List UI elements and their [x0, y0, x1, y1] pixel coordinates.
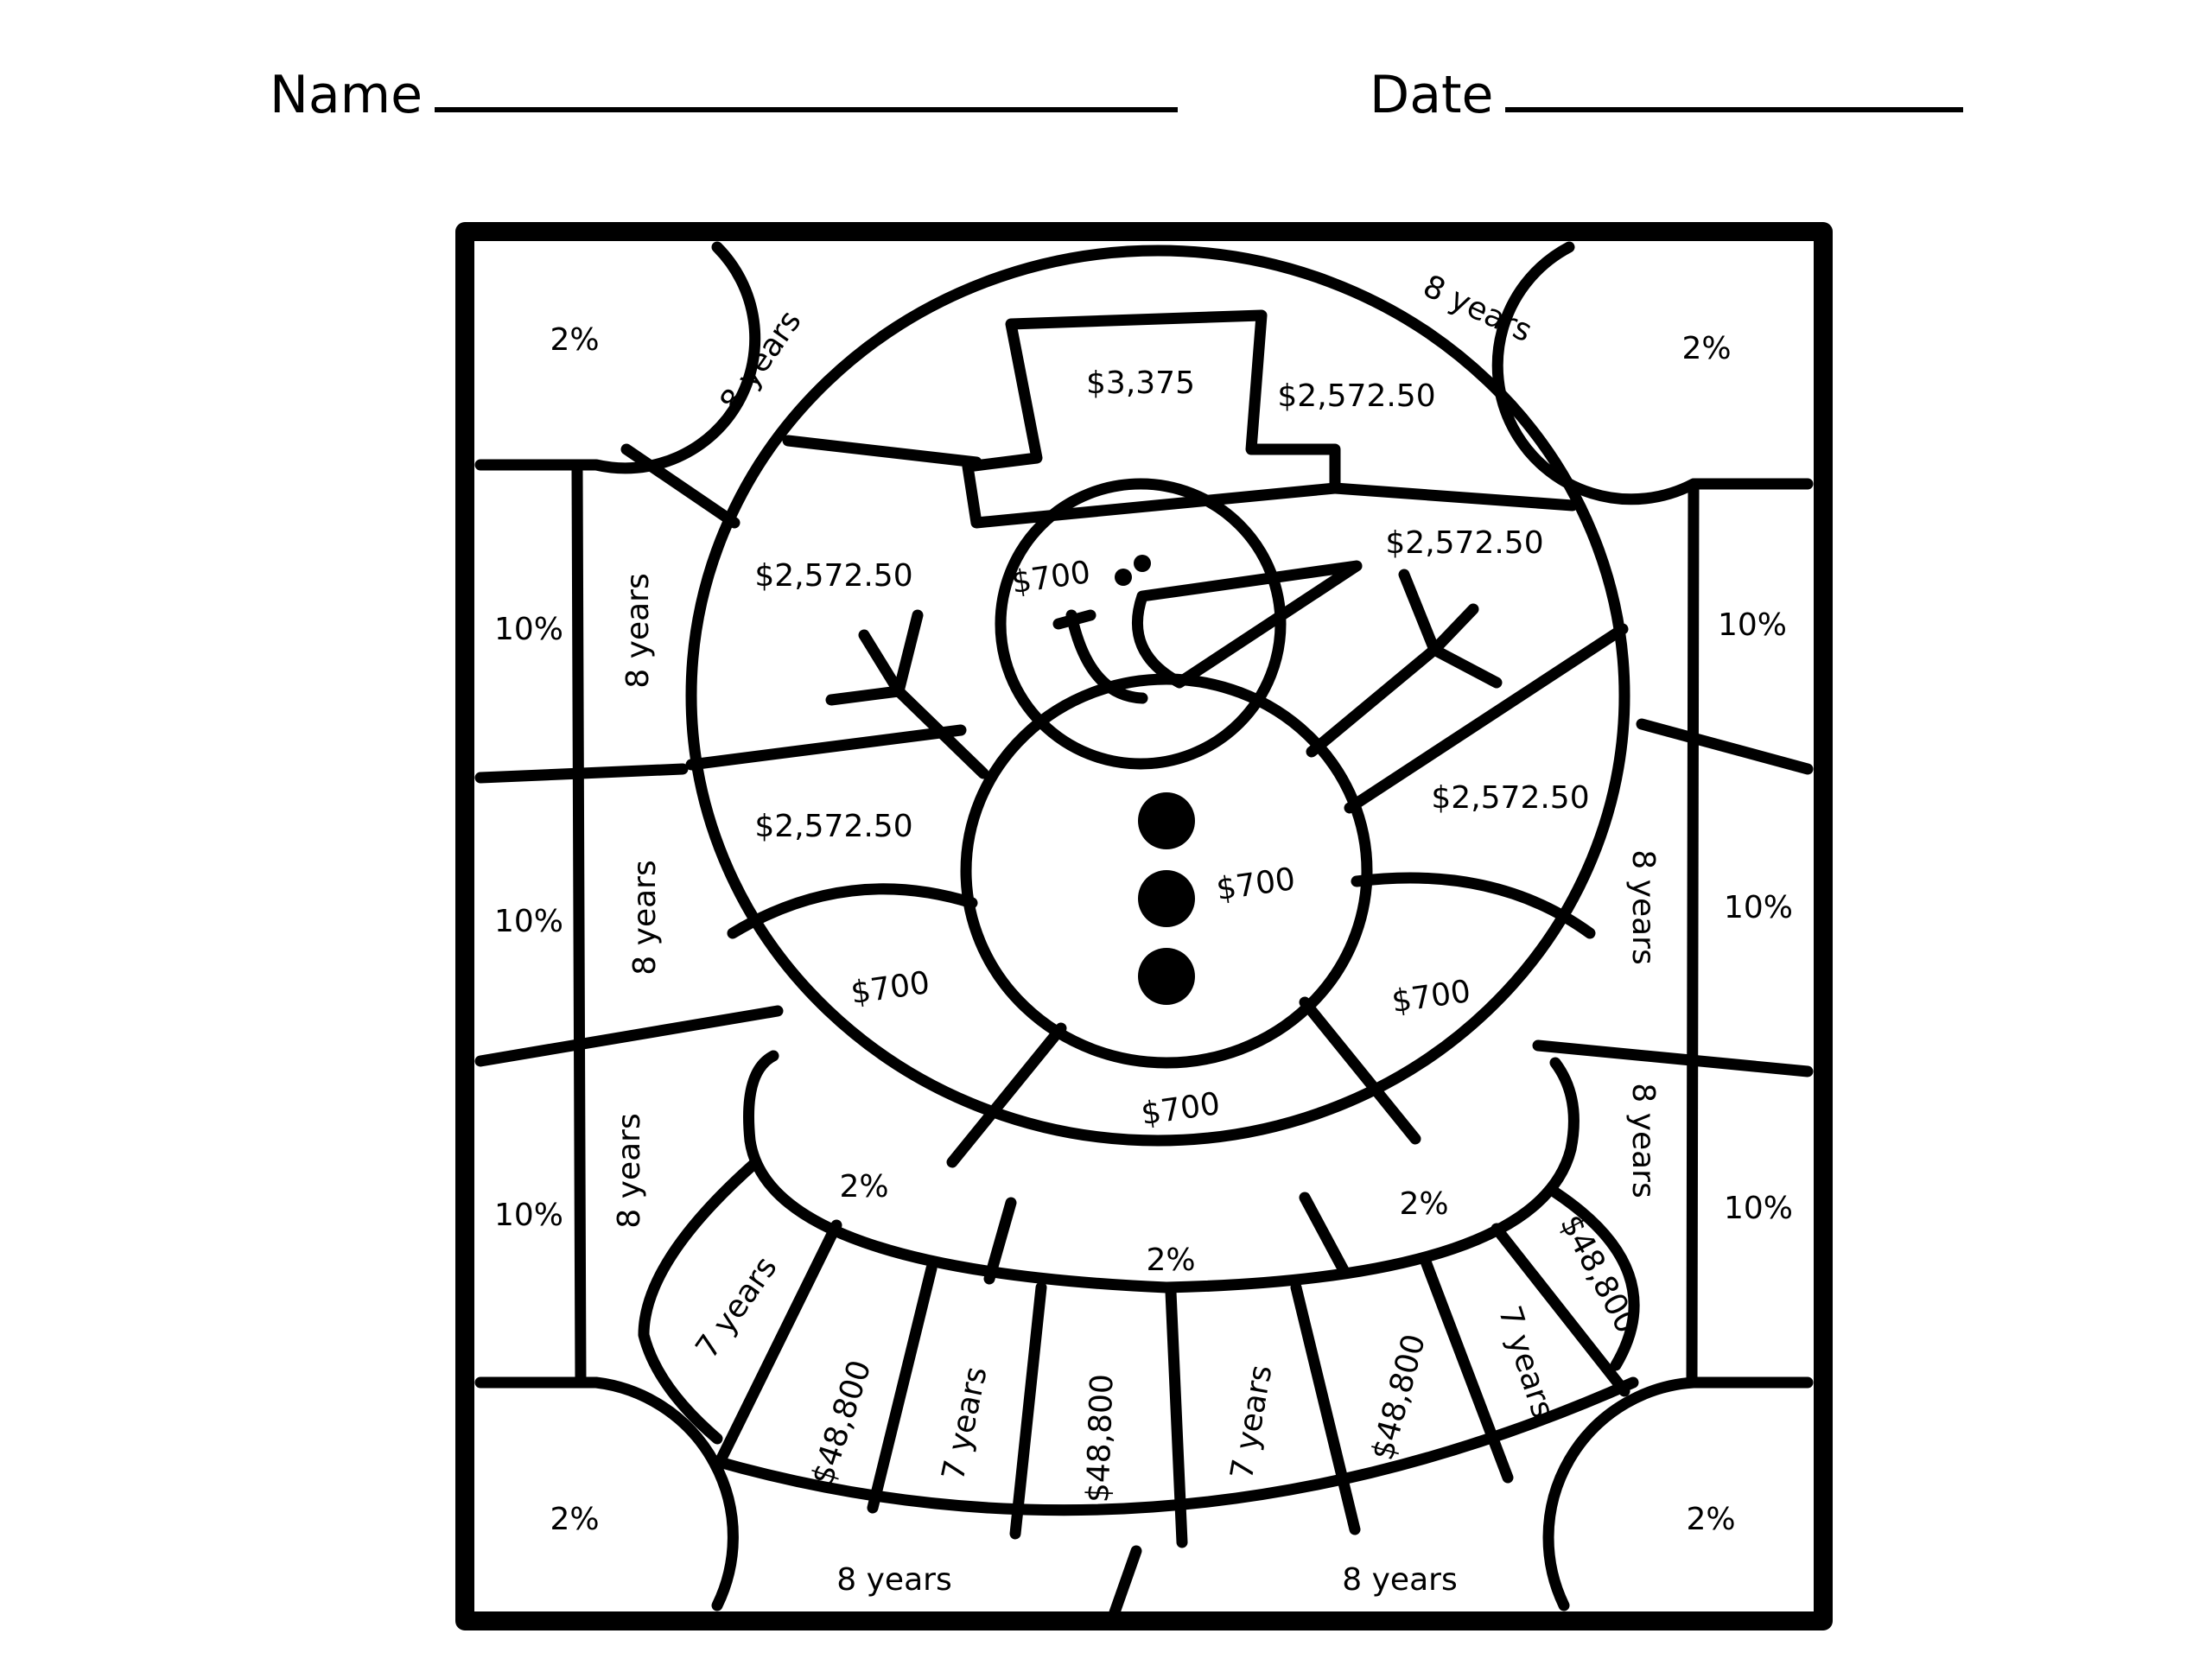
right-column-divider — [1686, 482, 1700, 1389]
label-bottom-left-years: 8 years — [836, 1562, 951, 1598]
bottom-divider — [1109, 1545, 1142, 1618]
base-divider-left — [983, 1197, 1017, 1285]
label-left-col-2: 10% — [494, 904, 563, 939]
label-band-2: $48,800 — [805, 1356, 879, 1489]
name-blank-line[interactable] — [435, 60, 1179, 112]
label-face: $700 — [1009, 555, 1092, 601]
snowman-button-3 — [1138, 948, 1195, 1005]
label-lower-right: $700 — [1389, 974, 1472, 1020]
band-divider-1 — [714, 1219, 842, 1468]
snowman-arm-right — [1306, 569, 1503, 758]
globe-divider-top-left — [782, 435, 982, 468]
label-left-col-3: 10% — [494, 1198, 563, 1233]
band-divider-3 — [1009, 1281, 1047, 1540]
corner-circle-bottom-right — [1542, 1376, 1814, 1611]
globe-divider-bottom-right — [1299, 996, 1421, 1145]
name-field[interactable]: Name — [270, 60, 1179, 125]
right-row-divider-2 — [1532, 1039, 1814, 1077]
snowman-hat — [962, 309, 1341, 529]
right-row-divider-1 — [1636, 718, 1814, 775]
snow-globe — [685, 245, 1630, 1147]
name-label: Name — [270, 65, 423, 125]
corner-circle-top-right — [1491, 241, 1814, 505]
globe-divider-mid-left — [685, 724, 967, 771]
label-body: $700 — [1214, 861, 1297, 907]
label-base-right: 2% — [1399, 1186, 1448, 1222]
snowman-eye-right — [1134, 555, 1151, 572]
label-left-years-1: 8 years — [620, 573, 656, 688]
band-divider-4 — [1165, 1286, 1188, 1548]
label-bottom-right-years: 8 years — [1342, 1562, 1457, 1598]
left-row-divider-1 — [474, 763, 689, 784]
label-mid-right: $2,572.50 — [1431, 780, 1589, 816]
label-tl-circle: 2% — [550, 322, 599, 358]
left-row-divider-2 — [474, 1005, 784, 1067]
label-base-center: 2% — [1146, 1243, 1195, 1278]
label-right-years-2: 8 years — [1625, 1083, 1661, 1198]
globe-base-top — [743, 1050, 1580, 1294]
label-bottom-center: $700 — [1139, 1086, 1222, 1132]
band-left-edge — [638, 1156, 762, 1445]
label-band-7: 7 years — [1491, 1302, 1560, 1423]
band-divider-2 — [867, 1262, 938, 1514]
date-field[interactable]: Date — [1370, 60, 1964, 125]
snowman-button-2 — [1138, 870, 1195, 927]
globe-divider-bottom-left — [946, 1022, 1067, 1168]
date-blank-line[interactable] — [1505, 60, 1964, 112]
globe-divider-lower-right — [1351, 872, 1596, 939]
label-upper-right: $2,572.50 — [1385, 525, 1543, 561]
label-left-col-1: 10% — [494, 612, 563, 647]
label-hat-right: $2,572.50 — [1277, 378, 1435, 414]
smile-dimple — [1052, 609, 1096, 630]
label-left-years-2: 8 years — [627, 860, 663, 975]
outer-frame — [455, 222, 1833, 1630]
label-left-years-3: 8 years — [612, 1113, 647, 1228]
left-column-divider — [571, 465, 587, 1389]
snowman-button-1 — [1138, 792, 1195, 849]
globe-divider-lower-left — [727, 883, 978, 939]
label-top-left-years: 8 years — [714, 304, 809, 419]
globe-divider-mid-right — [1344, 623, 1629, 814]
label-right-col-1: 10% — [1718, 607, 1787, 643]
label-tr-circle: 2% — [1681, 331, 1731, 366]
band-divider-5 — [1290, 1281, 1361, 1535]
snowman-head — [995, 478, 1287, 770]
label-bl-circle: 2% — [550, 1502, 599, 1537]
label-band-6: $48,800 — [1365, 1331, 1433, 1464]
label-right-years-1: 8 years — [1625, 849, 1661, 964]
label-right-col-2: 10% — [1724, 890, 1793, 925]
corner-circle-top-left — [474, 241, 761, 474]
label-base-left: 2% — [839, 1169, 888, 1205]
label-hat: $3,375 — [1086, 365, 1195, 401]
snowman-eye-left — [1115, 569, 1132, 586]
label-band-3: 7 years — [936, 1363, 995, 1484]
label-br-circle: 2% — [1686, 1502, 1735, 1537]
label-lower-left: $700 — [849, 965, 931, 1011]
base-divider-right — [1299, 1192, 1350, 1276]
snowman-arm-left — [825, 609, 989, 779]
band-right-edge — [1549, 1186, 1640, 1371]
label-mid-left: $2,572.50 — [754, 809, 912, 844]
band-divider-7 — [1491, 1223, 1630, 1397]
band-divider-6 — [1420, 1255, 1514, 1484]
label-band-4: $48,800 — [1080, 1373, 1120, 1503]
top-left-divider — [620, 443, 741, 529]
label-band-5: 7 years — [1224, 1363, 1280, 1483]
date-label: Date — [1370, 65, 1494, 125]
carrot-nose — [1131, 560, 1363, 689]
label-upper-left: $2,572.50 — [754, 558, 912, 594]
globe-divider-top-right — [1329, 482, 1579, 512]
label-right-col-3: 10% — [1724, 1191, 1793, 1226]
snowman-smile — [1065, 609, 1148, 704]
